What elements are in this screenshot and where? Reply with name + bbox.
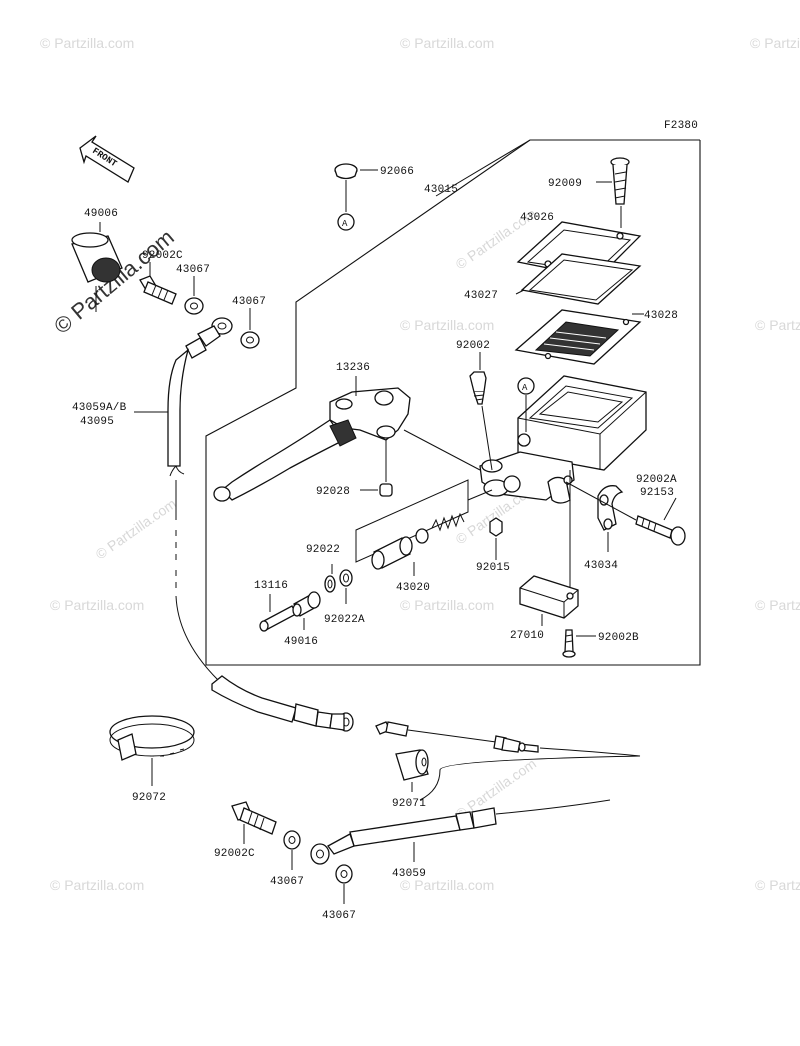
part-92022 <box>324 564 336 593</box>
part-label-92071: 92071 <box>392 798 426 810</box>
part-label-92002c-bottom: 92002C <box>214 848 255 860</box>
part-label-43067-d: 43067 <box>322 910 356 922</box>
part-43015-master-cylinder <box>479 375 647 504</box>
part-label-43067-b: 43067 <box>232 296 266 308</box>
part-49006-boot <box>71 222 123 312</box>
hose-path <box>175 595 219 681</box>
part-92066: A <box>334 163 378 231</box>
watermark: © Partzilla.com <box>755 877 800 893</box>
watermark: © Partzilla.com <box>755 597 800 613</box>
part-label-13116: 13116 <box>254 580 288 592</box>
part-label-43020: 43020 <box>396 582 430 594</box>
part-43067-washer-b <box>240 308 260 349</box>
part-label-92022a: 92022A <box>324 614 365 626</box>
leader-line <box>435 139 531 197</box>
part-clutch-cable <box>375 721 641 801</box>
part-label-92002: 92002 <box>456 340 490 352</box>
part-43059-hose <box>310 799 611 865</box>
part-92071-sleeve <box>395 749 429 792</box>
part-92153-bolt <box>565 481 686 546</box>
watermark-large: © Partzilla.com <box>49 224 179 338</box>
part-label-43015: 43015 <box>424 184 458 196</box>
part-43027-plate <box>520 253 642 305</box>
leader-line <box>515 289 525 295</box>
part-label-92002a: 92002A <box>636 474 677 486</box>
figure-code: F2380 <box>664 120 698 132</box>
part-92028 <box>360 483 393 497</box>
part-49016-boot <box>292 591 321 630</box>
part-92072-clamp-band <box>109 715 195 786</box>
part-92009 <box>596 157 630 228</box>
assembly-frame <box>205 139 701 666</box>
part-label-43034: 43034 <box>584 560 618 572</box>
part-43067-washer-a <box>184 276 204 315</box>
part-43067-washer-d <box>335 864 353 904</box>
part-92002c-bottom <box>231 801 277 844</box>
part-label-92153: 92153 <box>640 487 674 499</box>
watermark: © Partzilla.com <box>50 597 144 613</box>
watermark: © Partzilla.com <box>400 317 494 333</box>
part-92022a <box>339 569 353 604</box>
part-43059-hose-lower <box>211 675 354 732</box>
part-label-43059ab: 43059A/B <box>72 402 127 414</box>
part-label-49006: 49006 <box>84 208 118 220</box>
watermark: © Partzilla.com <box>93 495 179 562</box>
part-label-43059: 43059 <box>392 868 426 880</box>
part-label-43028: 43028 <box>644 310 678 322</box>
watermark: © Partzilla.com <box>755 317 800 333</box>
part-13236-lever <box>213 376 481 502</box>
part-label-43067-c: 43067 <box>270 876 304 888</box>
part-label-43095: 43095 <box>80 416 114 428</box>
part-43059-hose-upper <box>167 317 233 477</box>
part-92015 <box>489 517 503 560</box>
part-43067-washer-c <box>283 830 301 870</box>
part-label-49016: 49016 <box>284 636 318 648</box>
watermark: © Partzilla.com <box>400 597 494 613</box>
part-label-92002b: 92002B <box>598 632 639 644</box>
watermark: © Partzilla.com <box>40 35 134 51</box>
part-92002b <box>562 629 596 658</box>
part-label-92009: 92009 <box>548 178 582 190</box>
part-label-92002c-top: 92002C <box>142 250 183 262</box>
part-label-43067-a: 43067 <box>176 264 210 276</box>
part-13116-pushrod <box>259 594 297 632</box>
ref-marker-a2: A <box>522 383 528 393</box>
part-43028-diaphragm <box>514 309 642 365</box>
ref-marker-circle <box>517 377 535 395</box>
part-27010-switch <box>519 470 579 626</box>
part-label-92022: 92022 <box>306 544 340 556</box>
part-label-92066: 92066 <box>380 166 414 178</box>
watermark: © Partzilla.com <box>50 877 144 893</box>
watermark: © Partzilla.com <box>400 35 494 51</box>
part-43020-piston-kit <box>355 479 493 576</box>
part-label-13236: 13236 <box>336 362 370 374</box>
part-label-43026: 43026 <box>520 212 554 224</box>
watermark: © Partzilla.com <box>750 35 800 51</box>
part-label-43027: 43027 <box>464 290 498 302</box>
part-92002 <box>469 352 493 471</box>
part-label-92072: 92072 <box>132 792 166 804</box>
watermark: © Partzilla.com <box>400 877 494 893</box>
ref-marker-a: A <box>342 219 348 229</box>
part-label-92015: 92015 <box>476 562 510 574</box>
part-label-92028: 92028 <box>316 486 350 498</box>
part-label-27010: 27010 <box>510 630 544 642</box>
part-43034-clamp <box>597 485 624 552</box>
front-arrow-icon: FRONT <box>79 135 135 183</box>
part-92002c-top <box>139 262 177 305</box>
